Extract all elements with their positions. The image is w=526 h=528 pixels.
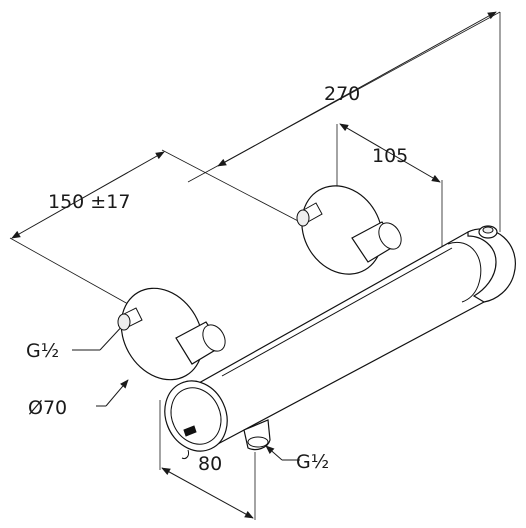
temperature-knob	[467, 225, 516, 303]
callout-outlet-thread-label: G½	[296, 451, 329, 473]
dimension-80-label: 80	[198, 453, 222, 475]
outlet-connection	[243, 419, 271, 451]
callout-outlet-thread: G½	[265, 445, 329, 473]
dimension-150-label: 150 ±17	[48, 191, 130, 213]
left-escutcheon	[117, 287, 226, 381]
right-escutcheon	[296, 185, 402, 275]
callout-inlet-thread: G½	[26, 321, 127, 362]
dimension-270-label: 270	[324, 83, 360, 105]
dimension-270: 270	[187, 11, 501, 232]
callout-escutcheon-diameter-label: Ø70	[28, 397, 67, 419]
dimension-105-label: 105	[372, 145, 408, 167]
flow-knob	[164, 380, 228, 459]
dimension-150: 150 ±17	[9, 149, 301, 305]
dimension-80: 80	[159, 400, 256, 520]
callout-inlet-thread-label: G½	[26, 340, 59, 362]
callout-escutcheon-diameter: Ø70	[28, 379, 129, 419]
